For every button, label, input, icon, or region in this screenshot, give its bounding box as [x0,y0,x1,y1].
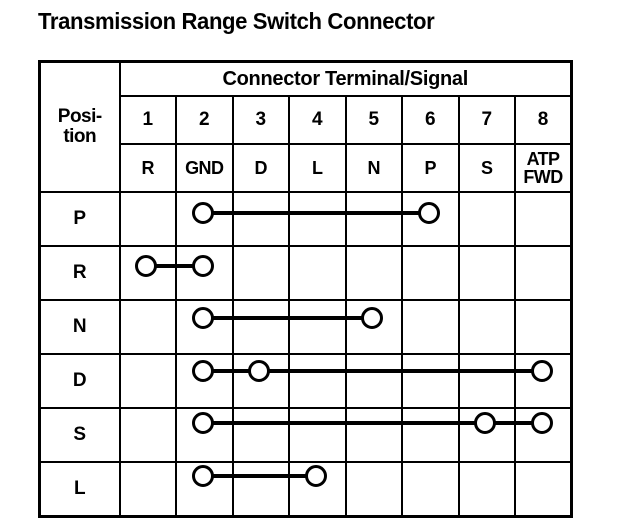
position-label-p: P [38,191,121,247]
position-label-s: S [38,407,121,463]
cell-d-term4 [288,353,347,409]
connector-terminal-signal-header: Connector Terminal/Signal [118,60,573,97]
cell-r-term6 [401,245,460,301]
header-row-signals: R GND D L N P S [40,143,573,193]
position-label-d: D [38,353,121,409]
terminal-signal-2: GND [175,143,234,193]
cell-l-term5 [344,461,403,518]
cell-d-term6 [401,353,460,409]
cell-d-term8 [514,353,573,409]
cell-n-term4 [288,299,347,355]
table-row: D [38,353,573,409]
cell-l-term3 [231,461,290,518]
position-label-r: R [38,245,121,301]
cell-p-term7 [457,191,516,247]
table-row: L [38,461,573,518]
cell-n-term2 [175,299,234,355]
cell-l-term7 [457,461,516,518]
table-row: R [38,245,573,301]
cell-s-term1 [118,407,177,463]
cell-n-term7 [457,299,516,355]
position-header-line2: tion [63,126,97,147]
position-label-n: N [38,299,121,355]
cell-s-term5 [344,407,403,463]
terminal-number-3: 3 [231,95,290,145]
cell-d-term5 [344,353,403,409]
table-row: S [38,407,573,463]
cell-p-term5 [344,191,403,247]
header-row-group: Posi- tion Connector Terminal/Signal [38,60,573,193]
terminal-signal-6: P [401,143,460,193]
cell-s-term4 [288,407,347,463]
terminal-number-4: 4 [288,95,347,145]
terminal-signal-8: ATP FWD [514,143,573,193]
cell-p-term2 [175,191,234,247]
cell-n-term1 [118,299,177,355]
cell-r-term2 [175,245,234,301]
cell-r-term7 [457,245,516,301]
continuity-table-wrap: Posi- tion Connector Terminal/Signal 1 2… [38,60,573,518]
cell-s-term8 [514,407,573,463]
terminal-signal-5: N [344,143,403,193]
cell-r-term4 [288,245,347,301]
cell-n-term6 [401,299,460,355]
position-label-l: L [38,461,121,518]
cell-s-term2 [175,407,234,463]
cell-p-term6 [401,191,460,247]
cell-r-term8 [514,245,573,301]
continuity-table: Posi- tion Connector Terminal/Signal 1 2… [38,60,573,518]
cell-r-term5 [344,245,403,301]
cell-s-term3 [231,407,290,463]
terminal-signal-7: S [457,143,516,193]
cell-n-term8 [514,299,573,355]
position-header-line1: Posi- [57,106,102,128]
cell-d-term1 [118,353,177,409]
cell-d-term3 [231,353,290,409]
page-title: Transmission Range Switch Connector [38,8,435,34]
cell-d-term2 [175,353,234,409]
terminal-number-7: 7 [457,95,516,145]
cell-p-term8 [514,191,573,247]
cell-r-term1 [118,245,177,301]
table-row: P [38,191,573,247]
cell-l-term2 [175,461,234,518]
terminal-number-1: 1 [118,95,177,145]
cell-s-term6 [401,407,460,463]
position-header: Posi- tion [38,60,121,193]
terminal-signal-1: R [118,143,177,193]
cell-d-term7 [457,353,516,409]
cell-n-term3 [231,299,290,355]
terminal-number-2: 2 [175,95,234,145]
cell-l-term6 [401,461,460,518]
terminal-signal-4: L [288,143,347,193]
cell-p-term4 [288,191,347,247]
cell-l-term4 [288,461,347,518]
cell-l-term8 [514,461,573,518]
cell-l-term1 [118,461,177,518]
cell-r-term3 [231,245,290,301]
cell-s-term7 [457,407,516,463]
terminal-number-8: 8 [514,95,573,145]
table-row: N [38,299,573,355]
terminal-signal-3: D [231,143,290,193]
cell-p-term1 [118,191,177,247]
terminal-number-6: 6 [401,95,460,145]
header-row-numbers: 1 2 3 4 5 6 7 8 [40,95,573,145]
cell-p-term3 [231,191,290,247]
cell-n-term5 [344,299,403,355]
table-head: Posi- tion Connector Terminal/Signal 1 2… [38,60,573,193]
terminal-number-5: 5 [344,95,403,145]
